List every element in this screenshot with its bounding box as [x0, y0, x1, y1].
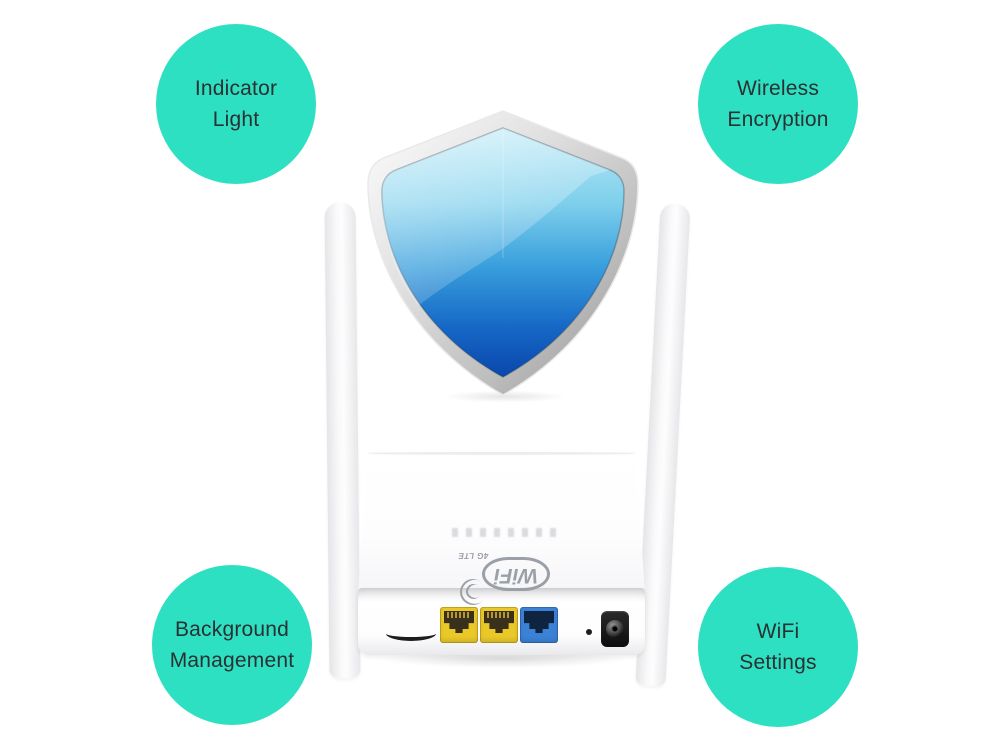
callout-wireless-encryption: Wireless Encryption	[698, 24, 858, 184]
callout-indicator-light: Indicator Light	[156, 24, 316, 184]
callout-label-line2: Settings	[739, 651, 817, 674]
lan-port-1	[440, 607, 478, 643]
callout-label-line1: Wireless	[736, 77, 820, 100]
callout-label-line1: Background	[174, 618, 290, 641]
callout-label-line2: Encryption	[727, 108, 829, 131]
reset-pinhole	[586, 629, 592, 635]
rj45-connector	[444, 611, 474, 633]
rj45-connector	[524, 611, 554, 633]
callout-wifi-settings: WiFi Settings	[698, 567, 858, 727]
logo-wifi-text: WiFi	[481, 557, 550, 591]
security-shield-svg	[367, 110, 639, 396]
callout-label-line2: Light	[212, 108, 260, 131]
callout-label-line1: Indicator	[194, 77, 278, 100]
rj45-pins	[487, 612, 511, 618]
router-top-edge	[369, 452, 634, 455]
router-brand-logo: WiFi 4G LTE	[452, 551, 568, 611]
callout-label-line2: Management	[169, 649, 295, 672]
wan-port	[520, 607, 558, 643]
shield-gloss	[382, 128, 610, 306]
power-jack-pin	[612, 626, 618, 632]
logo-subtext: 4G LTE	[458, 551, 489, 560]
sim-card-slot	[386, 626, 436, 641]
router-top-buttons-faint	[452, 528, 560, 537]
callout-background-management: Background Management	[152, 565, 312, 725]
power-jack	[601, 611, 629, 647]
callout-label-line1: WiFi	[756, 620, 800, 643]
security-shield-icon	[366, 108, 641, 400]
router-antenna-left	[324, 201, 361, 679]
lan-port-2	[480, 607, 518, 643]
router-body	[358, 452, 645, 592]
rj45-pins	[447, 612, 471, 618]
rj45-connector	[484, 611, 514, 633]
shield-shadow	[438, 390, 572, 403]
